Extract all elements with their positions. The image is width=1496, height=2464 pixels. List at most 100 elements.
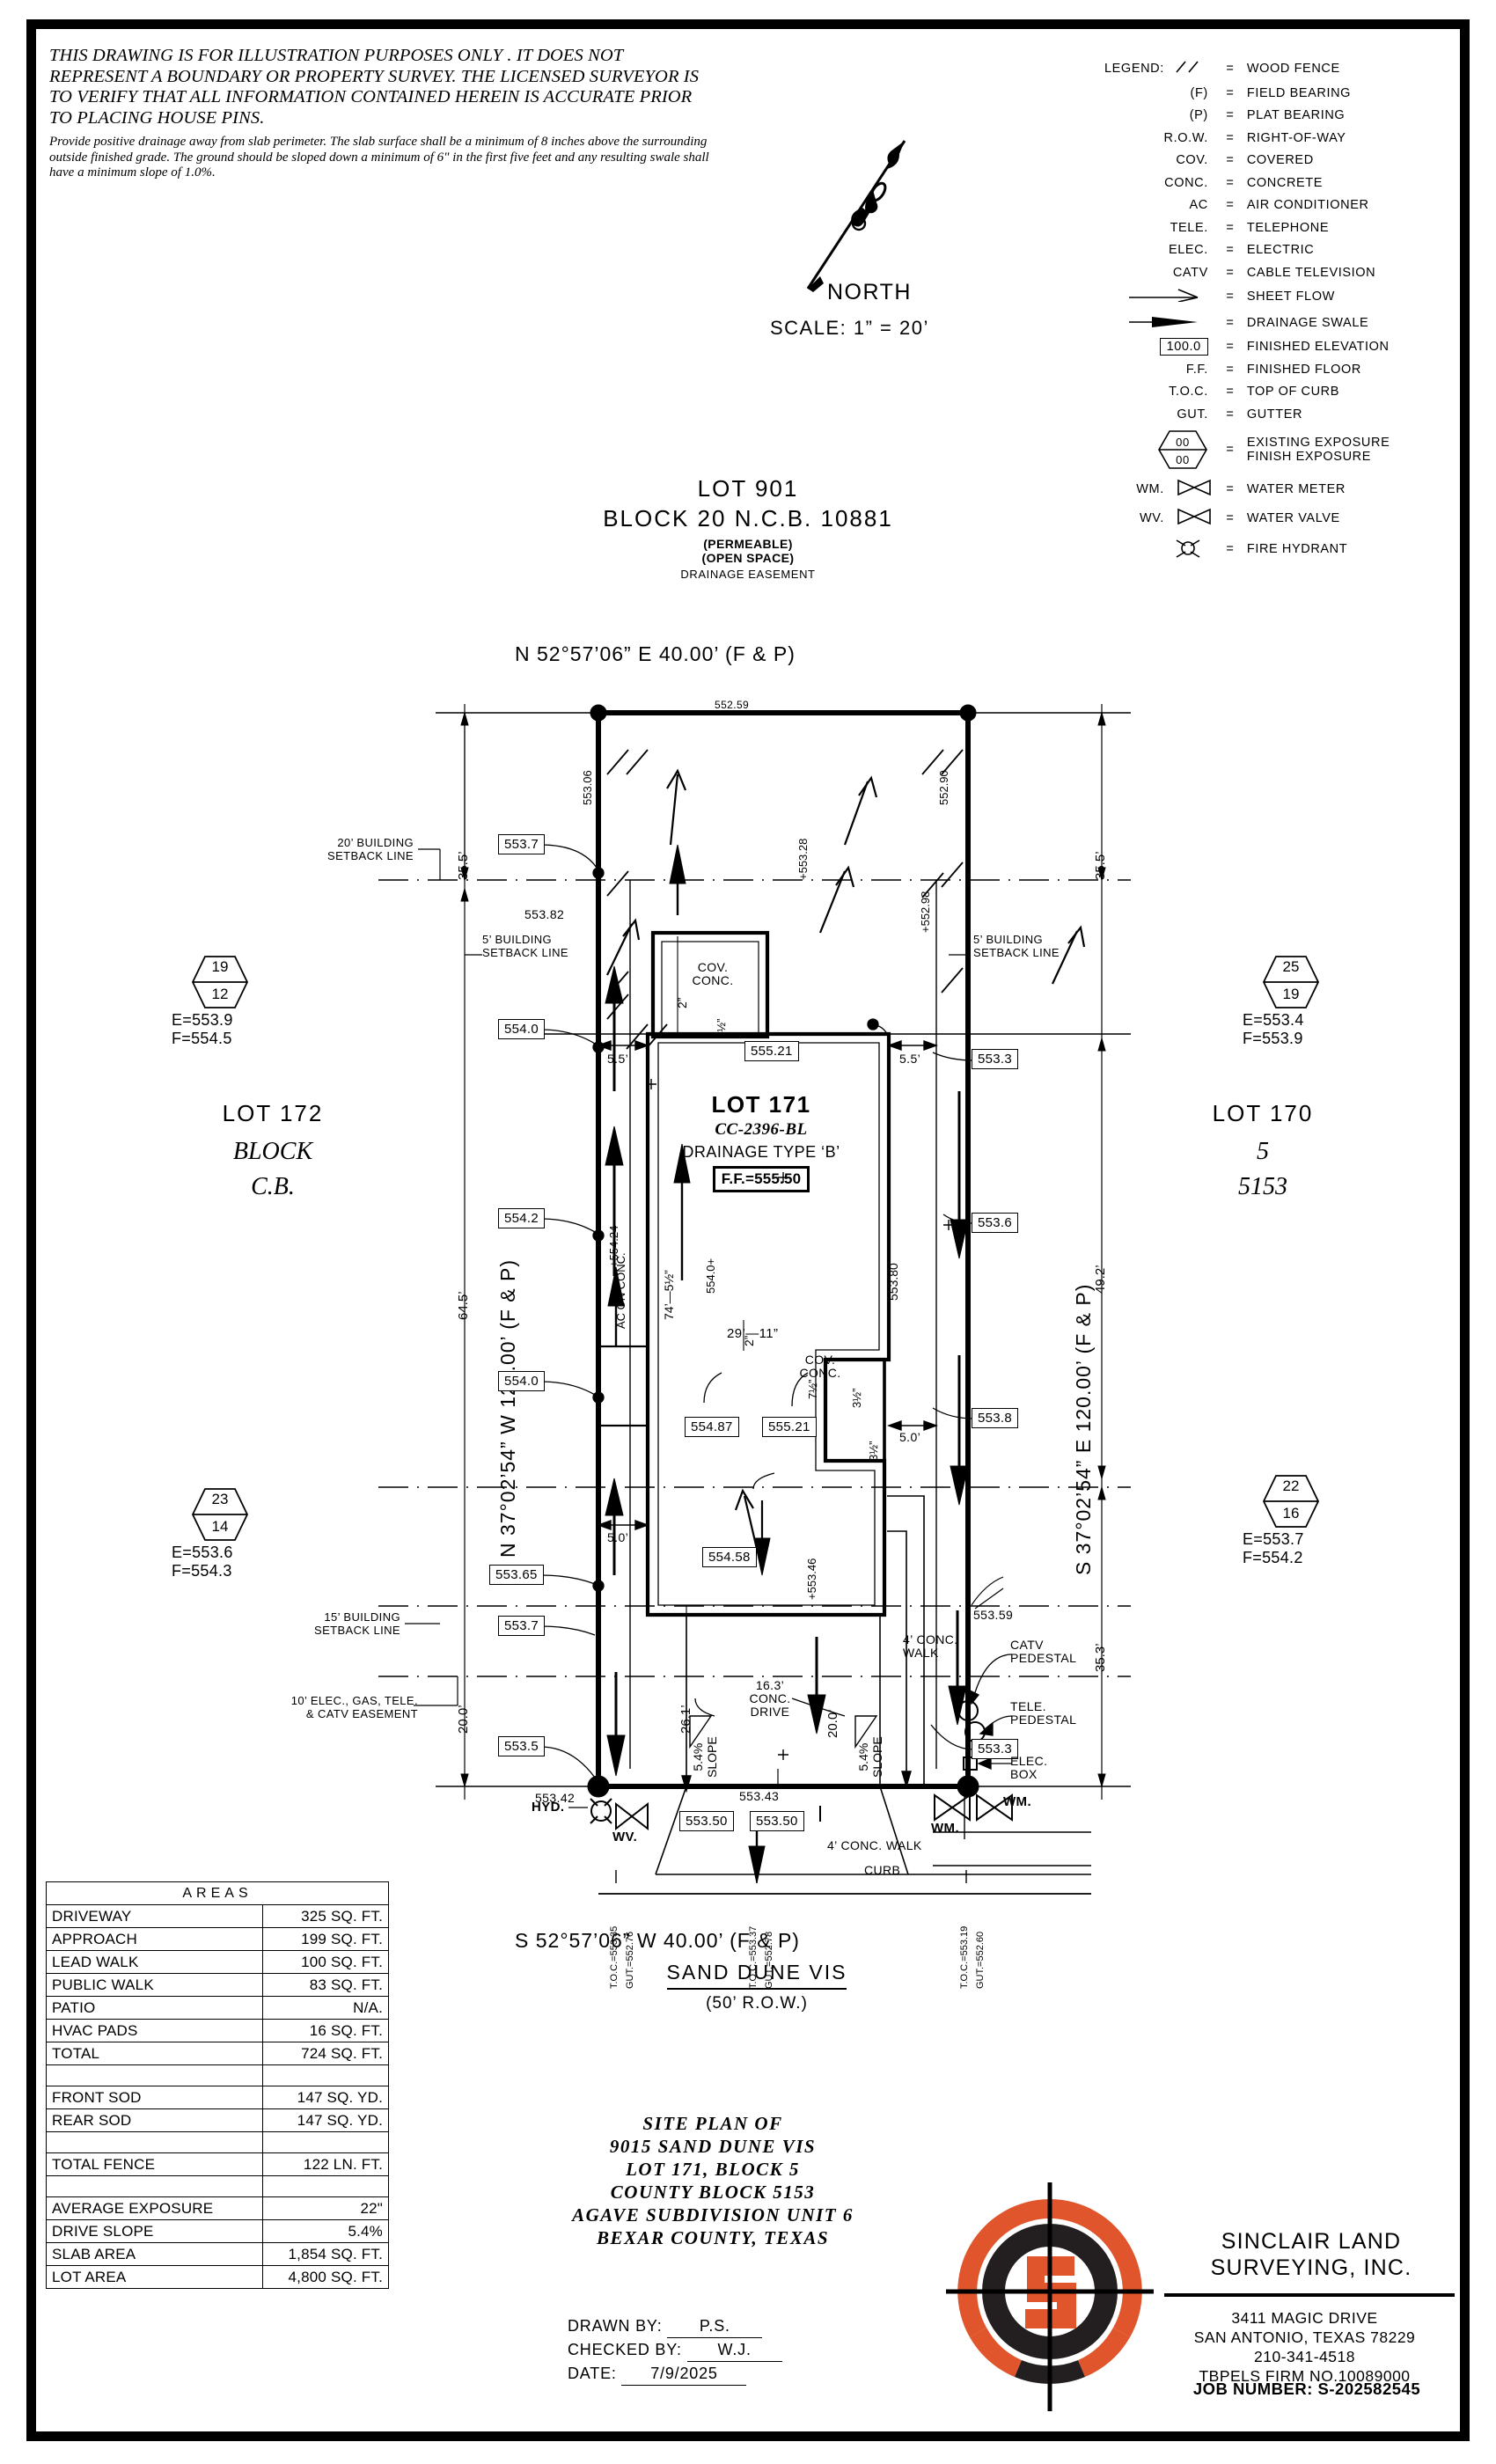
dim-29-11: 29’—11” xyxy=(727,1326,779,1341)
legend-key: CATV xyxy=(1172,265,1208,280)
area-label: DRIVE SLOPE xyxy=(46,2219,263,2243)
area-value: 199 SQ. FT. xyxy=(262,1927,389,1951)
legend-key: (P) xyxy=(1189,108,1208,122)
legend-value: WATER VALVE xyxy=(1246,511,1340,525)
upper-lot-block-ncb: BLOCK 20 N.C.B. 10881 xyxy=(603,505,893,532)
legend-equals: = xyxy=(1226,407,1235,422)
elev-554-0-lower: 554.0 xyxy=(498,1371,546,1391)
hex-sw-e: E=553.6 xyxy=(172,1544,233,1561)
legend-equals: = xyxy=(1226,175,1235,190)
sheet-border xyxy=(26,19,1470,2441)
elev-553-8: 553.8 xyxy=(972,1408,1019,1428)
legend-value: ELECTRIC xyxy=(1246,243,1315,257)
lot171-label-block: LOT 171 CC-2396-BL DRAINAGE TYPE ‘B’ F.F… xyxy=(656,1091,867,1192)
elev-555-21-top: 555.21 xyxy=(744,1041,799,1061)
neighbor-right-block: 5 xyxy=(1257,1138,1269,1165)
dim-5-5-left: 5.5’ xyxy=(607,1052,629,1066)
area-label: AVERAGE EXPOSURE xyxy=(46,2196,263,2220)
conc-walk-4-label: 4’ CONC.WALK xyxy=(903,1632,958,1660)
elec-box-label: ELEC.BOX xyxy=(1010,1754,1048,1781)
bearing-north: N 52°57’06” E 40.00’ (F & P) xyxy=(515,642,796,665)
legend-equals: = xyxy=(1226,130,1235,145)
legend-row: CONC.=CONCRETE xyxy=(1104,176,1390,199)
legend-key: WM. xyxy=(1136,481,1164,496)
date-value: 7/9/2025 xyxy=(621,2362,747,2386)
legend-value: TOP OF CURB xyxy=(1246,385,1340,399)
hex-se-bottom: 16 xyxy=(1282,1505,1300,1522)
legend-row: =FIRE HYDRANT xyxy=(1104,538,1390,569)
checked-by-value: W.J. xyxy=(686,2338,782,2362)
disclaimer-block: THIS DRAWING IS FOR ILLUSTRATION PURPOSE… xyxy=(49,46,718,181)
elev-553-3-top: 553.3 xyxy=(972,1049,1019,1069)
elev-554-0-upper: 554.0 xyxy=(498,1019,546,1039)
area-value: N/A. xyxy=(262,1996,389,2020)
area-label xyxy=(46,2064,263,2086)
hex-ne-top: 25 xyxy=(1282,958,1300,975)
legend-row: =SHEET FLOW xyxy=(1104,288,1390,314)
area-label xyxy=(46,2175,263,2197)
area-value xyxy=(262,2131,389,2153)
area-value: 724 SQ. FT. xyxy=(262,2042,389,2065)
water-valve-label: WV. xyxy=(612,1830,638,1844)
street-name: SAND DUNE VIS xyxy=(666,1961,847,1990)
title-line-4: COUNTY BLOCK 5153 xyxy=(610,2182,816,2203)
area-label: LOT AREA xyxy=(46,2265,263,2289)
legend-equals: = xyxy=(1226,198,1235,212)
hex-ne-f: F=553.9 xyxy=(1243,1030,1303,1047)
neighbor-right-lot: LOT 170 xyxy=(1212,1100,1314,1126)
area-value xyxy=(262,2064,389,2086)
hexagon-icon: 25 19 xyxy=(1262,955,1320,1009)
title-line-1: SITE PLAN OF xyxy=(642,2113,783,2134)
sinclair-logo-icon xyxy=(946,2182,1154,2411)
upper-lot-permeable: (PERMEABLE) xyxy=(703,537,793,551)
water-meter-2-label: WM. xyxy=(1003,1794,1032,1809)
company-name-line1: SINCLAIR LAND xyxy=(1221,2229,1402,2254)
hexagon-icon: 22 16 xyxy=(1262,1474,1320,1529)
hexagon-icon: 19 12 xyxy=(191,955,249,1009)
legend-value: EXISTING EXPOSURE xyxy=(1246,436,1390,450)
legend-equals: = xyxy=(1226,153,1235,167)
neighbor-left-block: BLOCK xyxy=(232,1138,313,1165)
neighbor-left-cb: C.B. xyxy=(251,1173,295,1200)
legend-row: WV. =WATER VALVE xyxy=(1104,508,1390,538)
water-meter-1-label: WM. xyxy=(931,1821,960,1836)
table-row-blank xyxy=(46,2064,389,2086)
legend-key: ELEC. xyxy=(1168,243,1208,257)
legend-equals: = xyxy=(1226,541,1235,556)
hex-ne: 25 19 E=553.4 F=553.9 xyxy=(1243,955,1339,1048)
legend-equals: = xyxy=(1226,340,1235,354)
drawn-by-row: DRAWN BY: P.S. xyxy=(568,2314,782,2338)
area-label: PATIO xyxy=(46,1996,263,2020)
legend-row: TELE.=TELEPHONE xyxy=(1104,221,1390,244)
legend-value: PLAT BEARING xyxy=(1246,108,1346,122)
legend-equals: = xyxy=(1226,315,1235,330)
street-block: SAND DUNE VIS (50’ R.O.W.) xyxy=(616,1961,898,2013)
elev-553-3-bot: 553.3 xyxy=(972,1739,1019,1759)
scale-label: SCALE: 1” = 20’ xyxy=(770,317,929,339)
neighbor-lot-left: LOT 172 BLOCK C.B. xyxy=(172,1100,374,1201)
legend-key: CONC. xyxy=(1164,175,1208,190)
legend-equals: = xyxy=(1226,243,1235,257)
legend-value: TELEPHONE xyxy=(1246,220,1330,235)
hex-se-e: E=553.7 xyxy=(1243,1530,1304,1548)
elev-554-58: 554.58 xyxy=(702,1547,757,1567)
areas-header: AREAS xyxy=(46,1881,389,1905)
legend-value: COVERED xyxy=(1246,153,1314,167)
hex-nw-f: F=554.5 xyxy=(172,1030,232,1047)
conc-walk-bottom-label: 4’ CONC. WALK xyxy=(827,1838,922,1852)
legend-value: AIR CONDITIONER xyxy=(1246,198,1369,212)
spot-553-42: 553.42 xyxy=(535,1791,576,1805)
legend-row: =DRAINAGE SWALE xyxy=(1104,314,1390,341)
